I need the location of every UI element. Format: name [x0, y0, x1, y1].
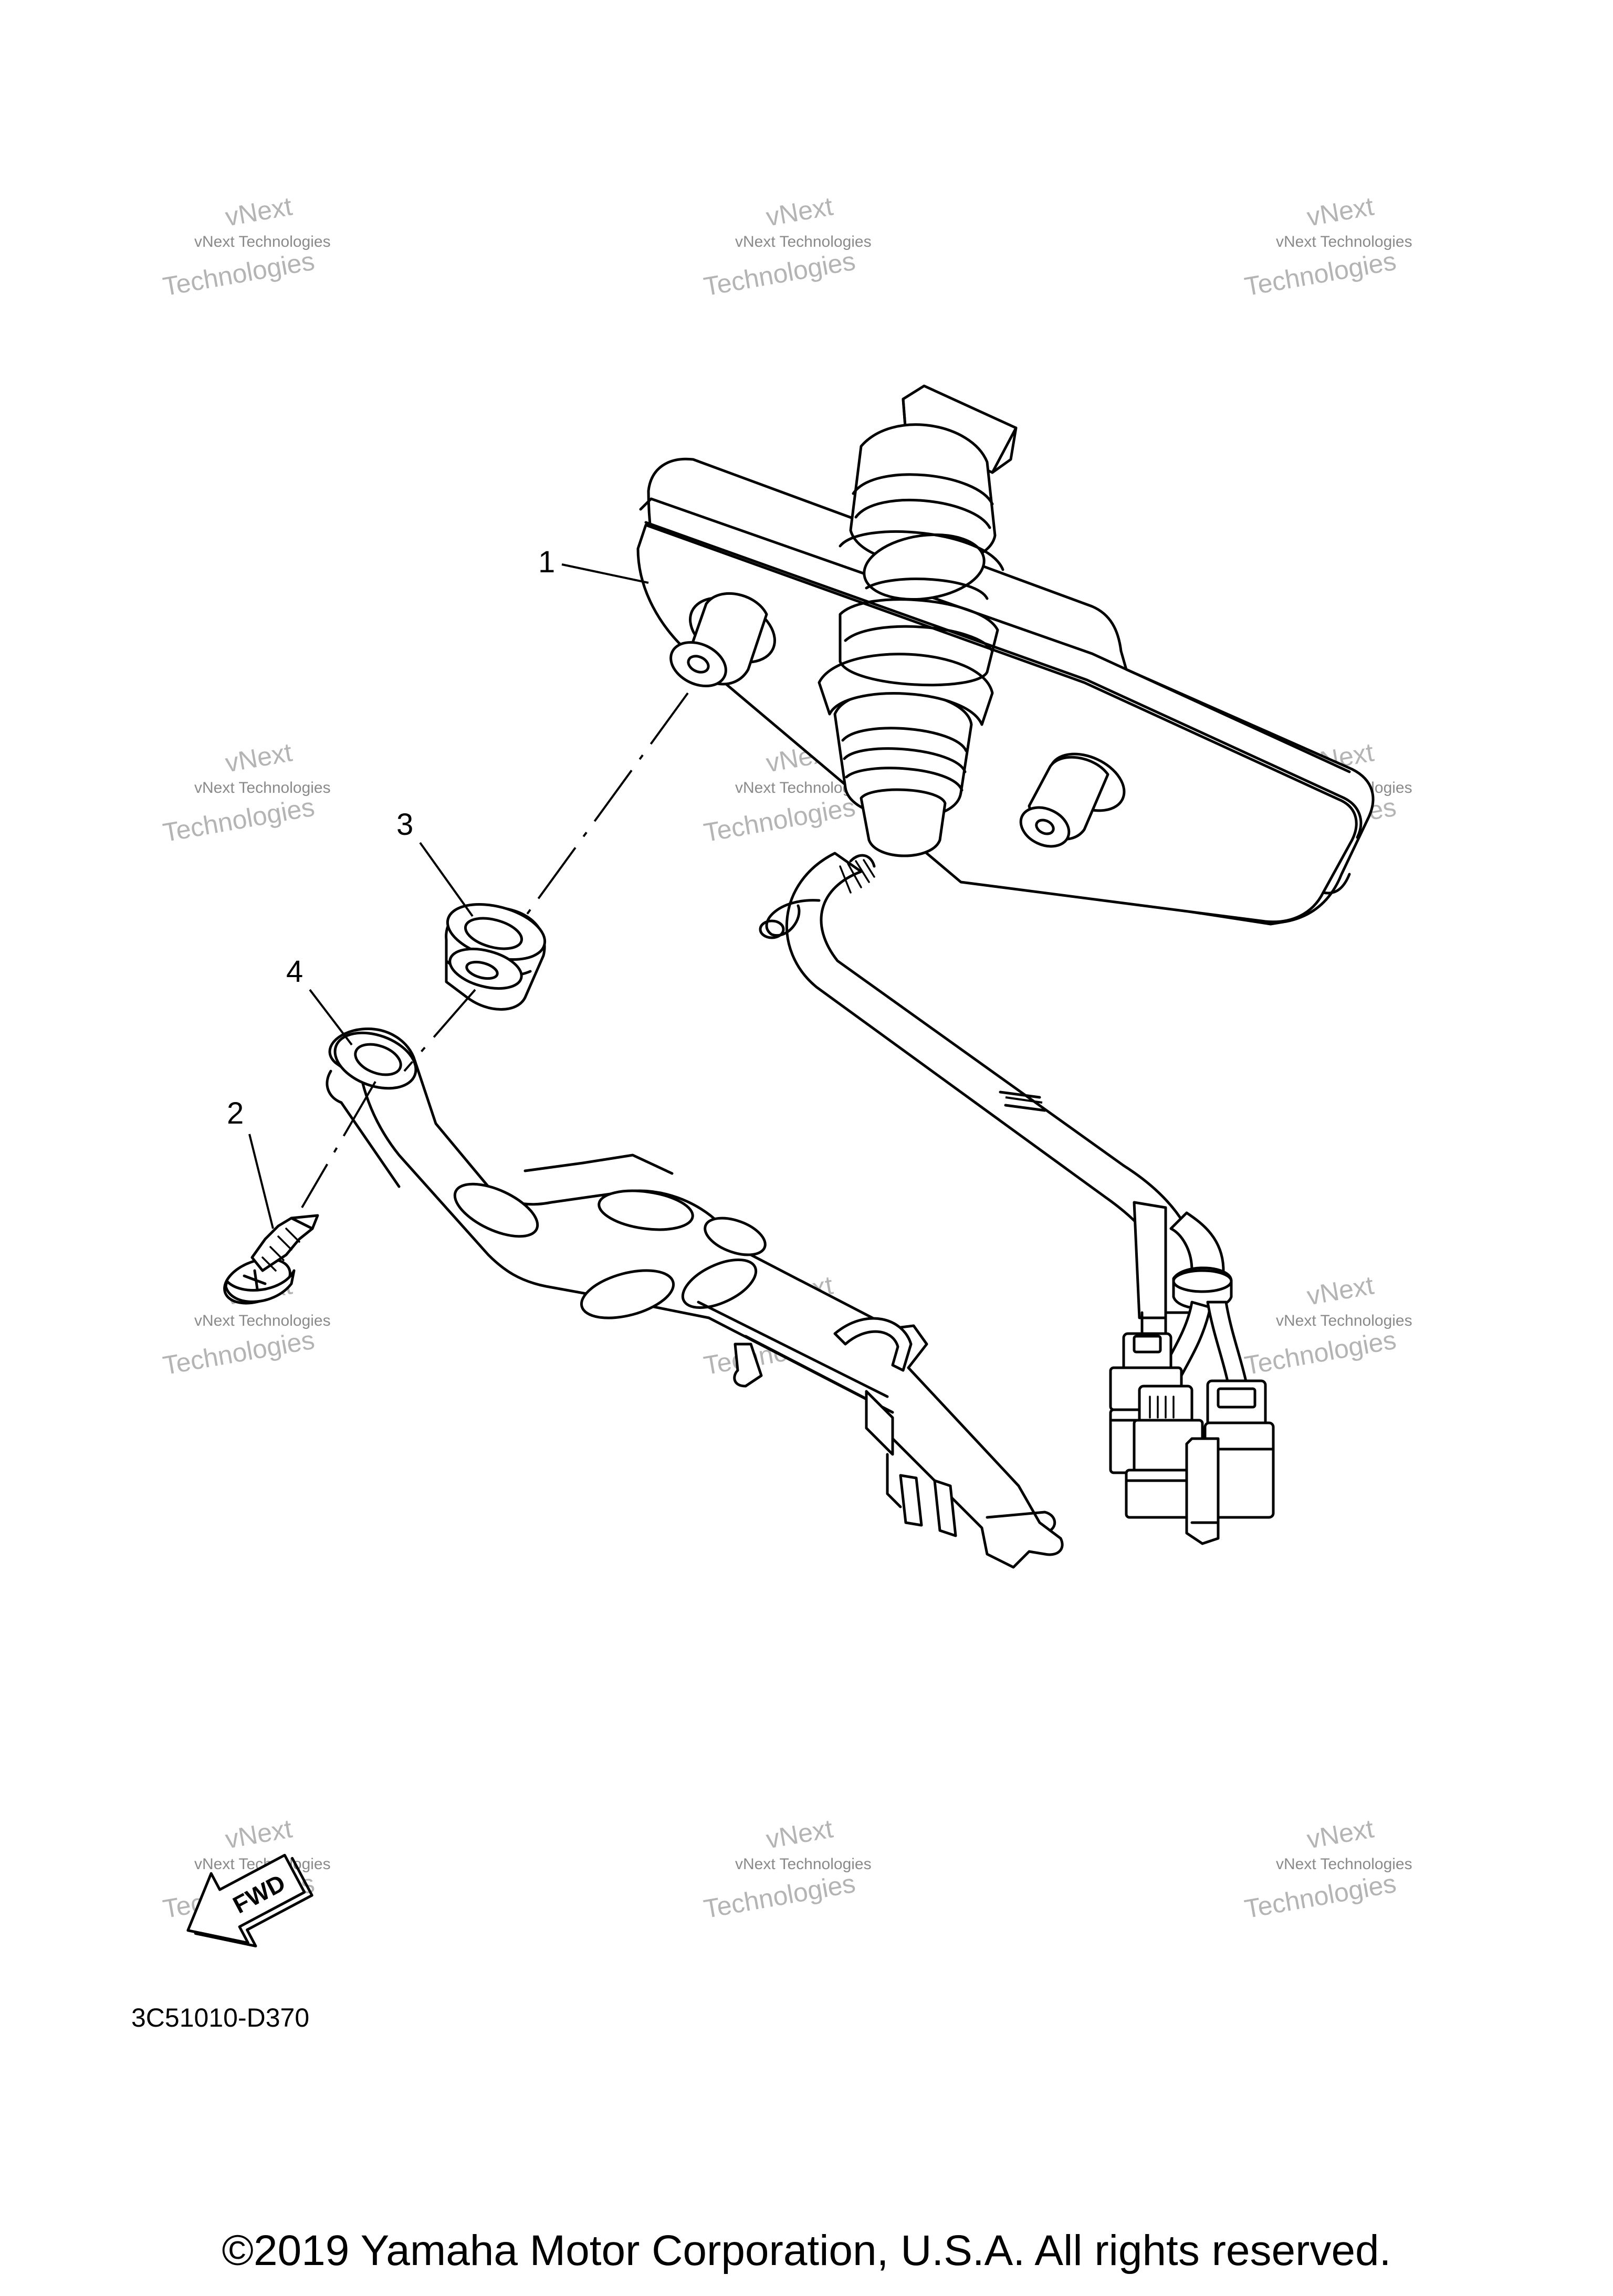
harness-band — [1172, 1266, 1233, 1310]
svg-text:vNext Technologies: vNext Technologies — [1276, 1855, 1412, 1873]
svg-text:vNext: vNext — [223, 737, 295, 778]
watermark: vNext vNext Technologies Technologies — [1242, 191, 1412, 301]
bracket-hook-left — [733, 1343, 763, 1388]
meter-assembly — [636, 384, 1375, 1545]
svg-text:Technologies: Technologies — [701, 792, 857, 848]
harness-boot — [818, 423, 1004, 857]
watermark: vNext vNext Technologies Technologies — [701, 1813, 872, 1924]
svg-text:Technologies: Technologies — [701, 246, 857, 302]
callout-1: 1 — [538, 545, 649, 584]
centerline-bracket-to-screw — [301, 1081, 376, 1209]
svg-text:vNext: vNext — [764, 191, 835, 232]
svg-text:4: 4 — [286, 955, 303, 989]
assembly-centerlines — [301, 692, 1043, 1209]
bracket-hole — [681, 1259, 758, 1309]
svg-text:vNext: vNext — [764, 1813, 835, 1854]
meter-bezel-inner — [644, 521, 1363, 839]
svg-text:Technologies: Technologies — [1242, 1869, 1398, 1924]
meter-back-face — [636, 523, 1358, 924]
svg-text:vNext Technologies: vNext Technologies — [1276, 233, 1412, 250]
svg-text:vNext Technologies: vNext Technologies — [735, 233, 872, 250]
copyright-notice: ©2019 Yamaha Motor Corporation, U.S.A. A… — [222, 2227, 1391, 2274]
centerline-grommet-to-bracket — [403, 989, 476, 1072]
bracket-hook-right — [833, 1317, 913, 1372]
bracket-hole — [704, 1217, 767, 1256]
mounting-boss-left — [669, 592, 776, 688]
bracket-hole — [453, 1182, 539, 1238]
svg-text:vNext: vNext — [1305, 191, 1376, 232]
callout-3: 3 — [396, 808, 474, 917]
svg-text:vNext Technologies: vNext Technologies — [194, 233, 331, 250]
watermark: vNext vNext Technologies Technologies — [1242, 1813, 1412, 1924]
centerline-boss-to-grommet — [519, 692, 689, 925]
callout-4: 4 — [286, 955, 353, 1046]
svg-text:2: 2 — [227, 1096, 244, 1130]
svg-text:vNext: vNext — [1305, 1813, 1376, 1854]
svg-text:3: 3 — [396, 808, 413, 842]
callout-2: 2 — [227, 1096, 274, 1229]
centerline-harness — [1005, 1096, 1043, 1104]
svg-text:vNext Technologies: vNext Technologies — [1276, 1312, 1412, 1329]
bracket-hole — [598, 1189, 694, 1231]
connector-right — [1185, 1379, 1275, 1545]
watermark: vNext vNext Technologies Technologies — [701, 191, 872, 301]
svg-text:vNext: vNext — [1305, 1270, 1376, 1310]
meter-stay-bracket — [326, 1027, 1064, 1569]
svg-text:vNext: vNext — [223, 1813, 295, 1854]
svg-text:1: 1 — [538, 545, 555, 579]
diagram-part-code: 3C51010-D370 — [131, 2003, 309, 2032]
wire-clip — [765, 899, 821, 937]
harness-wire-lower-left — [1133, 1201, 1167, 1319]
svg-text:Technologies: Technologies — [161, 1325, 317, 1381]
bracket-hole — [580, 1269, 675, 1319]
svg-text:Technologies: Technologies — [701, 1869, 857, 1924]
svg-text:Technologies: Technologies — [161, 792, 317, 848]
svg-text:Technologies: Technologies — [1242, 246, 1398, 302]
screw — [223, 1214, 319, 1305]
svg-text:vNext: vNext — [223, 191, 295, 232]
svg-text:vNext Technologies: vNext Technologies — [735, 1855, 872, 1873]
svg-text:Technologies: Technologies — [1242, 1325, 1398, 1381]
grommet — [445, 903, 547, 1011]
svg-text:vNext Technologies: vNext Technologies — [194, 1312, 331, 1329]
svg-text:Technologies: Technologies — [161, 246, 317, 302]
watermark: vNext vNext Technologies Technologies — [161, 191, 331, 301]
watermark: vNext vNext Technologies Technologies — [1242, 1270, 1412, 1380]
svg-text:vNext Technologies: vNext Technologies — [194, 779, 331, 796]
mounting-boss-right — [1019, 752, 1126, 848]
watermark: vNext vNext Technologies Technologies — [161, 737, 331, 847]
